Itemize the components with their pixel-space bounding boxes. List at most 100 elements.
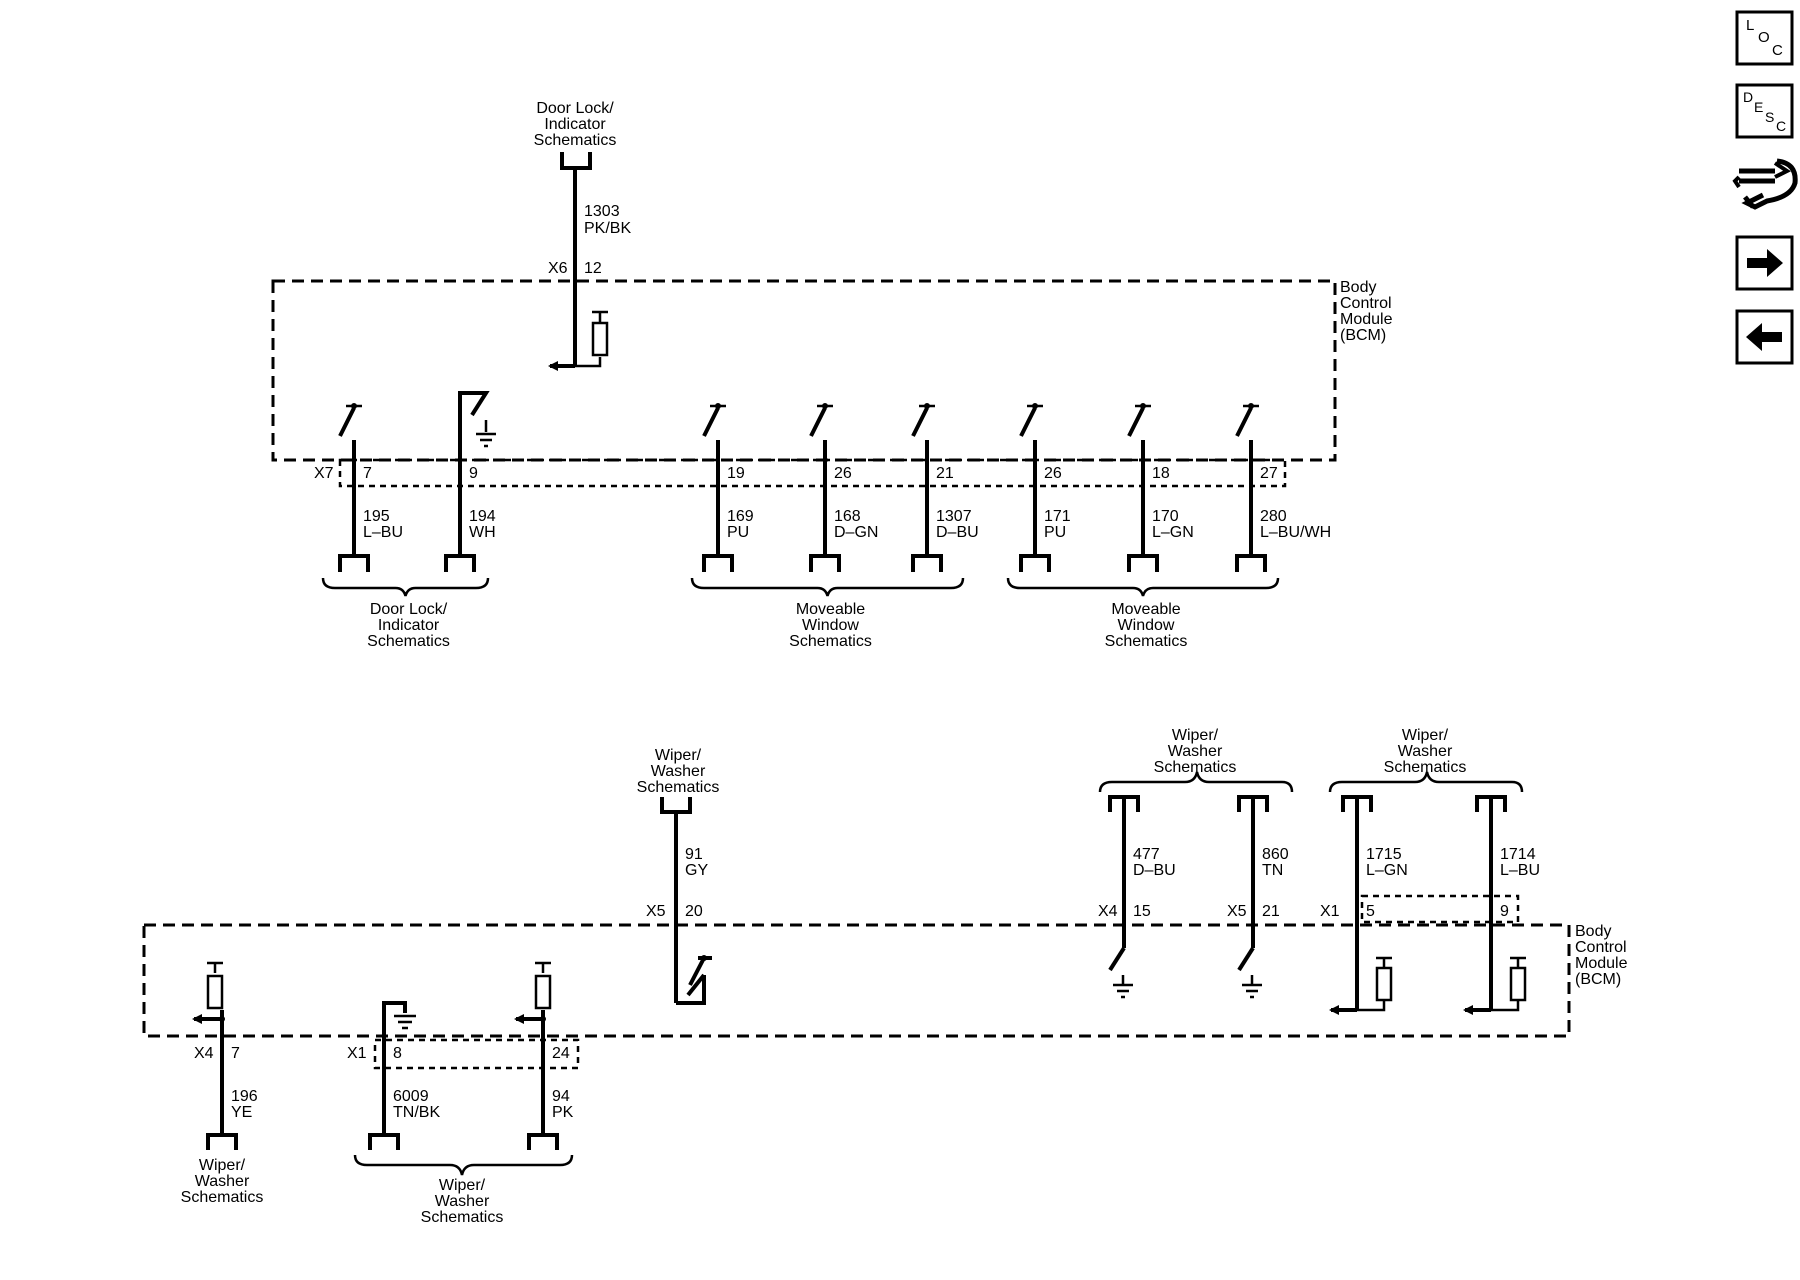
connector-end-view-icon — [1732, 158, 1798, 210]
gy-switch-arm-icon — [688, 956, 712, 986]
top-output-terminal — [702, 554, 734, 572]
top-bcm-label-3: Module — [1340, 311, 1393, 328]
ww-a-circuit: 860 — [1262, 846, 1289, 863]
top-group-label: Indicator — [378, 617, 440, 634]
loc-icon: L O C — [1746, 17, 1783, 59]
gy-heading-2: Washer — [651, 763, 706, 780]
bottom-bcm-label-1: Body — [1575, 923, 1611, 940]
arrow-right-icon — [1747, 249, 1783, 277]
top-output-pin: 19 — [727, 465, 745, 482]
top-output-terminal — [809, 554, 841, 572]
loc-icon-o: O — [1758, 29, 1770, 46]
bottom-gy-input: Wiper/ Washer Schematics 91 GY X5 20 — [637, 747, 720, 1005]
top-output-color: L–GN — [1152, 524, 1194, 541]
gy-heading-1: Wiper/ — [655, 747, 702, 764]
ww-a-color: TN — [1262, 862, 1283, 879]
top-output-groups: Door Lock/IndicatorSchematicsMoveableWin… — [321, 577, 1280, 650]
left-out-junction — [219, 1016, 225, 1022]
ww-b-circuit: 1715 — [1366, 846, 1402, 863]
left-out-footer-3: Schematics — [181, 1189, 264, 1206]
top-output-circuit: 171 — [1044, 508, 1071, 525]
gy-heading-3: Schematics — [637, 779, 720, 796]
ww-a-pin: 21 — [1262, 903, 1280, 920]
left-out-pin: 7 — [231, 1045, 240, 1062]
loc-icon-c: C — [1772, 42, 1783, 59]
connector-end-view-button[interactable] — [1732, 158, 1798, 210]
desc-icon-e: E — [1754, 99, 1763, 115]
bottom-bcm-label-2: Control — [1575, 939, 1627, 956]
top-output-color: WH — [469, 524, 496, 541]
back-button[interactable] — [1735, 309, 1794, 365]
gy-switch-icon — [676, 973, 706, 1005]
x1-out-connector-outline — [373, 1038, 580, 1070]
x1-out-brace — [353, 1154, 574, 1176]
top-input-pullup-supply-icon — [592, 310, 608, 323]
switch-arm-icon — [338, 407, 356, 437]
top-bcm-label-2: Control — [1340, 295, 1392, 312]
ww-b-brace — [1328, 771, 1524, 793]
left-out-circuit-number: 196 — [231, 1088, 258, 1105]
top-group-label: Schematics — [1105, 633, 1188, 650]
top-group-label: Schematics — [789, 633, 872, 650]
ww-a-heading-1: Wiper/ — [1172, 727, 1219, 744]
top-bcm: Body Control Module (BCM) — [271, 279, 1393, 462]
top-output-terminal — [1127, 554, 1159, 572]
top-x7-connector-label: X7 — [314, 465, 334, 482]
ww-a-circuit: 477 — [1133, 846, 1160, 863]
desc-button[interactable]: D E S C — [1735, 83, 1794, 139]
x1-out-24-pin: 24 — [552, 1045, 570, 1062]
bottom-ww-group-b: Wiper/ Washer Schematics X1 1715L–GN5171… — [1320, 727, 1540, 1015]
top-output-ground-wire — [458, 391, 490, 556]
ww-a-color: D–BU — [1133, 862, 1176, 879]
x1-out-connector: X1 — [347, 1045, 367, 1062]
top-bcm-boundary — [271, 279, 1337, 462]
ww-b-circuit: 1714 — [1500, 846, 1536, 863]
left-out-footer-1: Wiper/ — [199, 1157, 246, 1174]
loc-button-frame — [1735, 10, 1794, 66]
top-output-pin: 21 — [936, 465, 954, 482]
ww-a-connector: X4 — [1098, 903, 1118, 920]
left-out-footer-2: Washer — [195, 1173, 250, 1190]
switch-arm-icon — [911, 407, 929, 437]
top-output-circuit: 1307 — [936, 508, 972, 525]
gy-terminal — [660, 797, 692, 814]
switch-arm-icon — [1019, 407, 1037, 437]
x1-out-footer-2: Washer — [435, 1193, 490, 1210]
top-output-pin: 26 — [1044, 465, 1062, 482]
top-input-connector: X6 — [548, 260, 568, 277]
x1-out-8-ground-icon — [394, 1014, 416, 1030]
loc-icon-l: L — [1746, 17, 1754, 34]
top-output-pin: 26 — [834, 465, 852, 482]
switch-arm-icon — [1235, 407, 1253, 437]
ww-a-heading-3: Schematics — [1154, 759, 1237, 776]
resistor-icon — [1509, 966, 1527, 1002]
resistor-icon — [1375, 966, 1393, 1002]
top-group-label: Window — [1118, 617, 1175, 634]
gy-connector: X5 — [646, 903, 666, 920]
loc-button[interactable]: L O C — [1735, 10, 1794, 66]
ww-b-connector: X1 — [1320, 903, 1340, 920]
switch-arm-icon — [702, 407, 720, 437]
desc-icon-d: D — [1743, 89, 1753, 105]
next-button[interactable] — [1735, 235, 1794, 291]
top-output-circuit: 168 — [834, 508, 861, 525]
top-output-terminal — [338, 554, 370, 572]
x1-out-24-color: PK — [552, 1104, 574, 1121]
x1-out-footer-1: Wiper/ — [439, 1177, 486, 1194]
x1-out-24-terminal — [527, 1133, 559, 1150]
top-output-color: PU — [1044, 524, 1066, 541]
left-out-terminal — [206, 1133, 238, 1150]
x1-out-24-supply-icon — [535, 961, 551, 973]
top-output-circuit: 194 — [469, 508, 496, 525]
top-output-terminal — [1019, 554, 1051, 572]
